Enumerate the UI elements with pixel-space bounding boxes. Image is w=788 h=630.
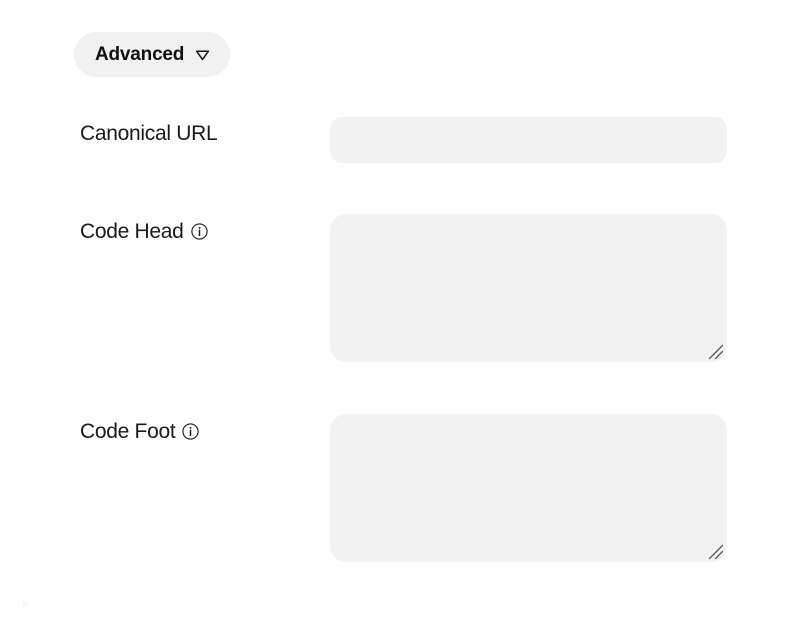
code-foot-textarea[interactable] — [330, 414, 727, 562]
code-foot-field-wrap — [330, 414, 727, 562]
resize-grip-icon[interactable] — [707, 543, 725, 561]
canonical-url-input[interactable] — [330, 117, 727, 163]
code-head-textarea[interactable] — [330, 214, 727, 362]
chevron-down-icon — [196, 49, 210, 60]
field-label-code-head: Code Head — [80, 221, 208, 242]
row-divider — [0, 385, 788, 386]
field-label-text: Canonical URL — [80, 122, 218, 145]
cursor-pointer-icon — [22, 598, 31, 609]
field-label-code-foot: Code Foot — [80, 420, 200, 443]
info-circle-icon[interactable] — [182, 423, 200, 440]
code-head-field-wrap — [330, 214, 727, 362]
advanced-section-label: Advanced — [95, 44, 185, 65]
field-label-canonical-url: Canonical URL — [80, 122, 218, 145]
row-divider — [0, 185, 788, 186]
field-label-text: Code Foot — [80, 420, 176, 443]
resize-grip-icon[interactable] — [707, 343, 725, 361]
info-circle-icon[interactable] — [190, 223, 208, 240]
advanced-section-toggle[interactable]: Advanced — [74, 32, 231, 77]
field-label-text: Code Head — [80, 220, 184, 243]
